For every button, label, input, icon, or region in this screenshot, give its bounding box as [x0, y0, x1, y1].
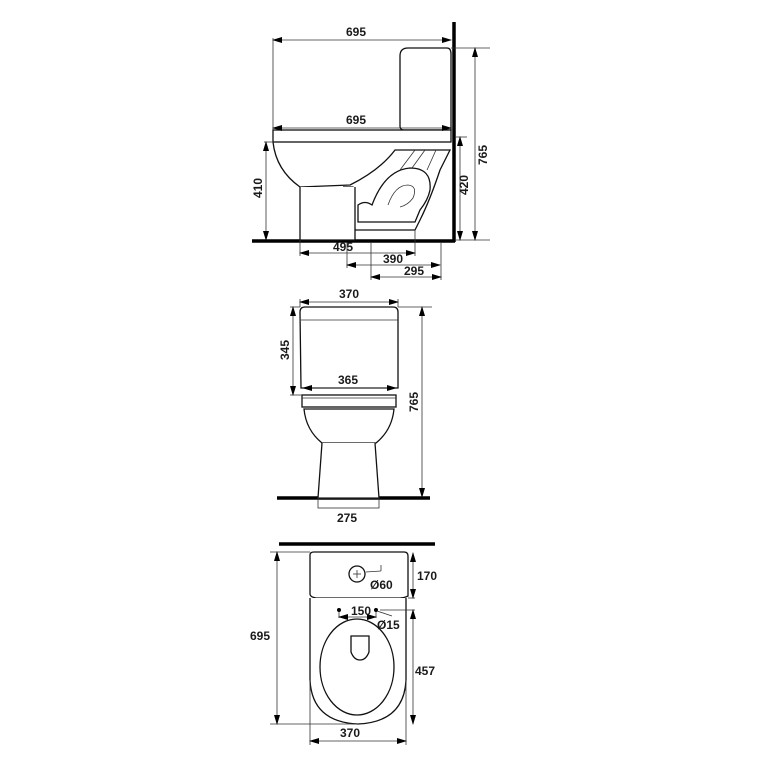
dim-top-total-depth: 695 — [250, 629, 270, 643]
dim-side-total-depth: 695 — [346, 25, 366, 39]
dim-side-base-depth: 495 — [333, 240, 353, 254]
bowl-front — [303, 408, 395, 444]
rim-front — [301, 394, 397, 408]
dim-front-bowl-width: 365 — [338, 373, 358, 387]
dim-front-base-width: 275 — [337, 511, 357, 525]
tank-side — [399, 47, 452, 131]
seat-hinge — [350, 635, 370, 661]
dim-side-total-height: 765 — [476, 145, 490, 165]
top-view: Ø60 150 Ø15 695 170 457 370 — [250, 542, 437, 745]
dim-side-inlet-height: 420 — [457, 175, 471, 195]
trapway-inner — [387, 184, 416, 208]
pedestal-side — [299, 187, 356, 241]
bolt-hole-left — [337, 608, 341, 612]
side-view: 695 695 765 420 410 495 390 295 — [251, 22, 490, 280]
dim-side-bowl-depth: 695 — [346, 113, 366, 127]
dim-top-tank-depth: 170 — [417, 569, 437, 583]
dim-top-width: 370 — [340, 726, 360, 740]
bowl-rim-side — [272, 129, 452, 143]
dim-side-wall-to-outlet: 295 — [404, 264, 424, 278]
dim-top-flush-hole: Ø60 — [370, 578, 393, 592]
seat-top — [319, 618, 395, 716]
dim-front-total-height: 765 — [407, 392, 421, 412]
dim-top-bowl-depth: 457 — [415, 664, 435, 678]
pedestal-front — [317, 442, 380, 499]
dim-front-tank-height: 345 — [278, 340, 292, 360]
dim-top-bolt-spacing: 150 — [351, 604, 371, 618]
dim-top-bolt-hole: Ø15 — [377, 618, 400, 632]
dim-front-tank-width: 370 — [339, 287, 359, 301]
tank-front — [299, 306, 399, 389]
trapway — [357, 167, 431, 223]
dim-side-seat-height: 410 — [251, 178, 265, 198]
dim-side-outlet-offset: 390 — [383, 252, 403, 266]
front-view: 370 345 365 765 275 — [277, 287, 432, 525]
